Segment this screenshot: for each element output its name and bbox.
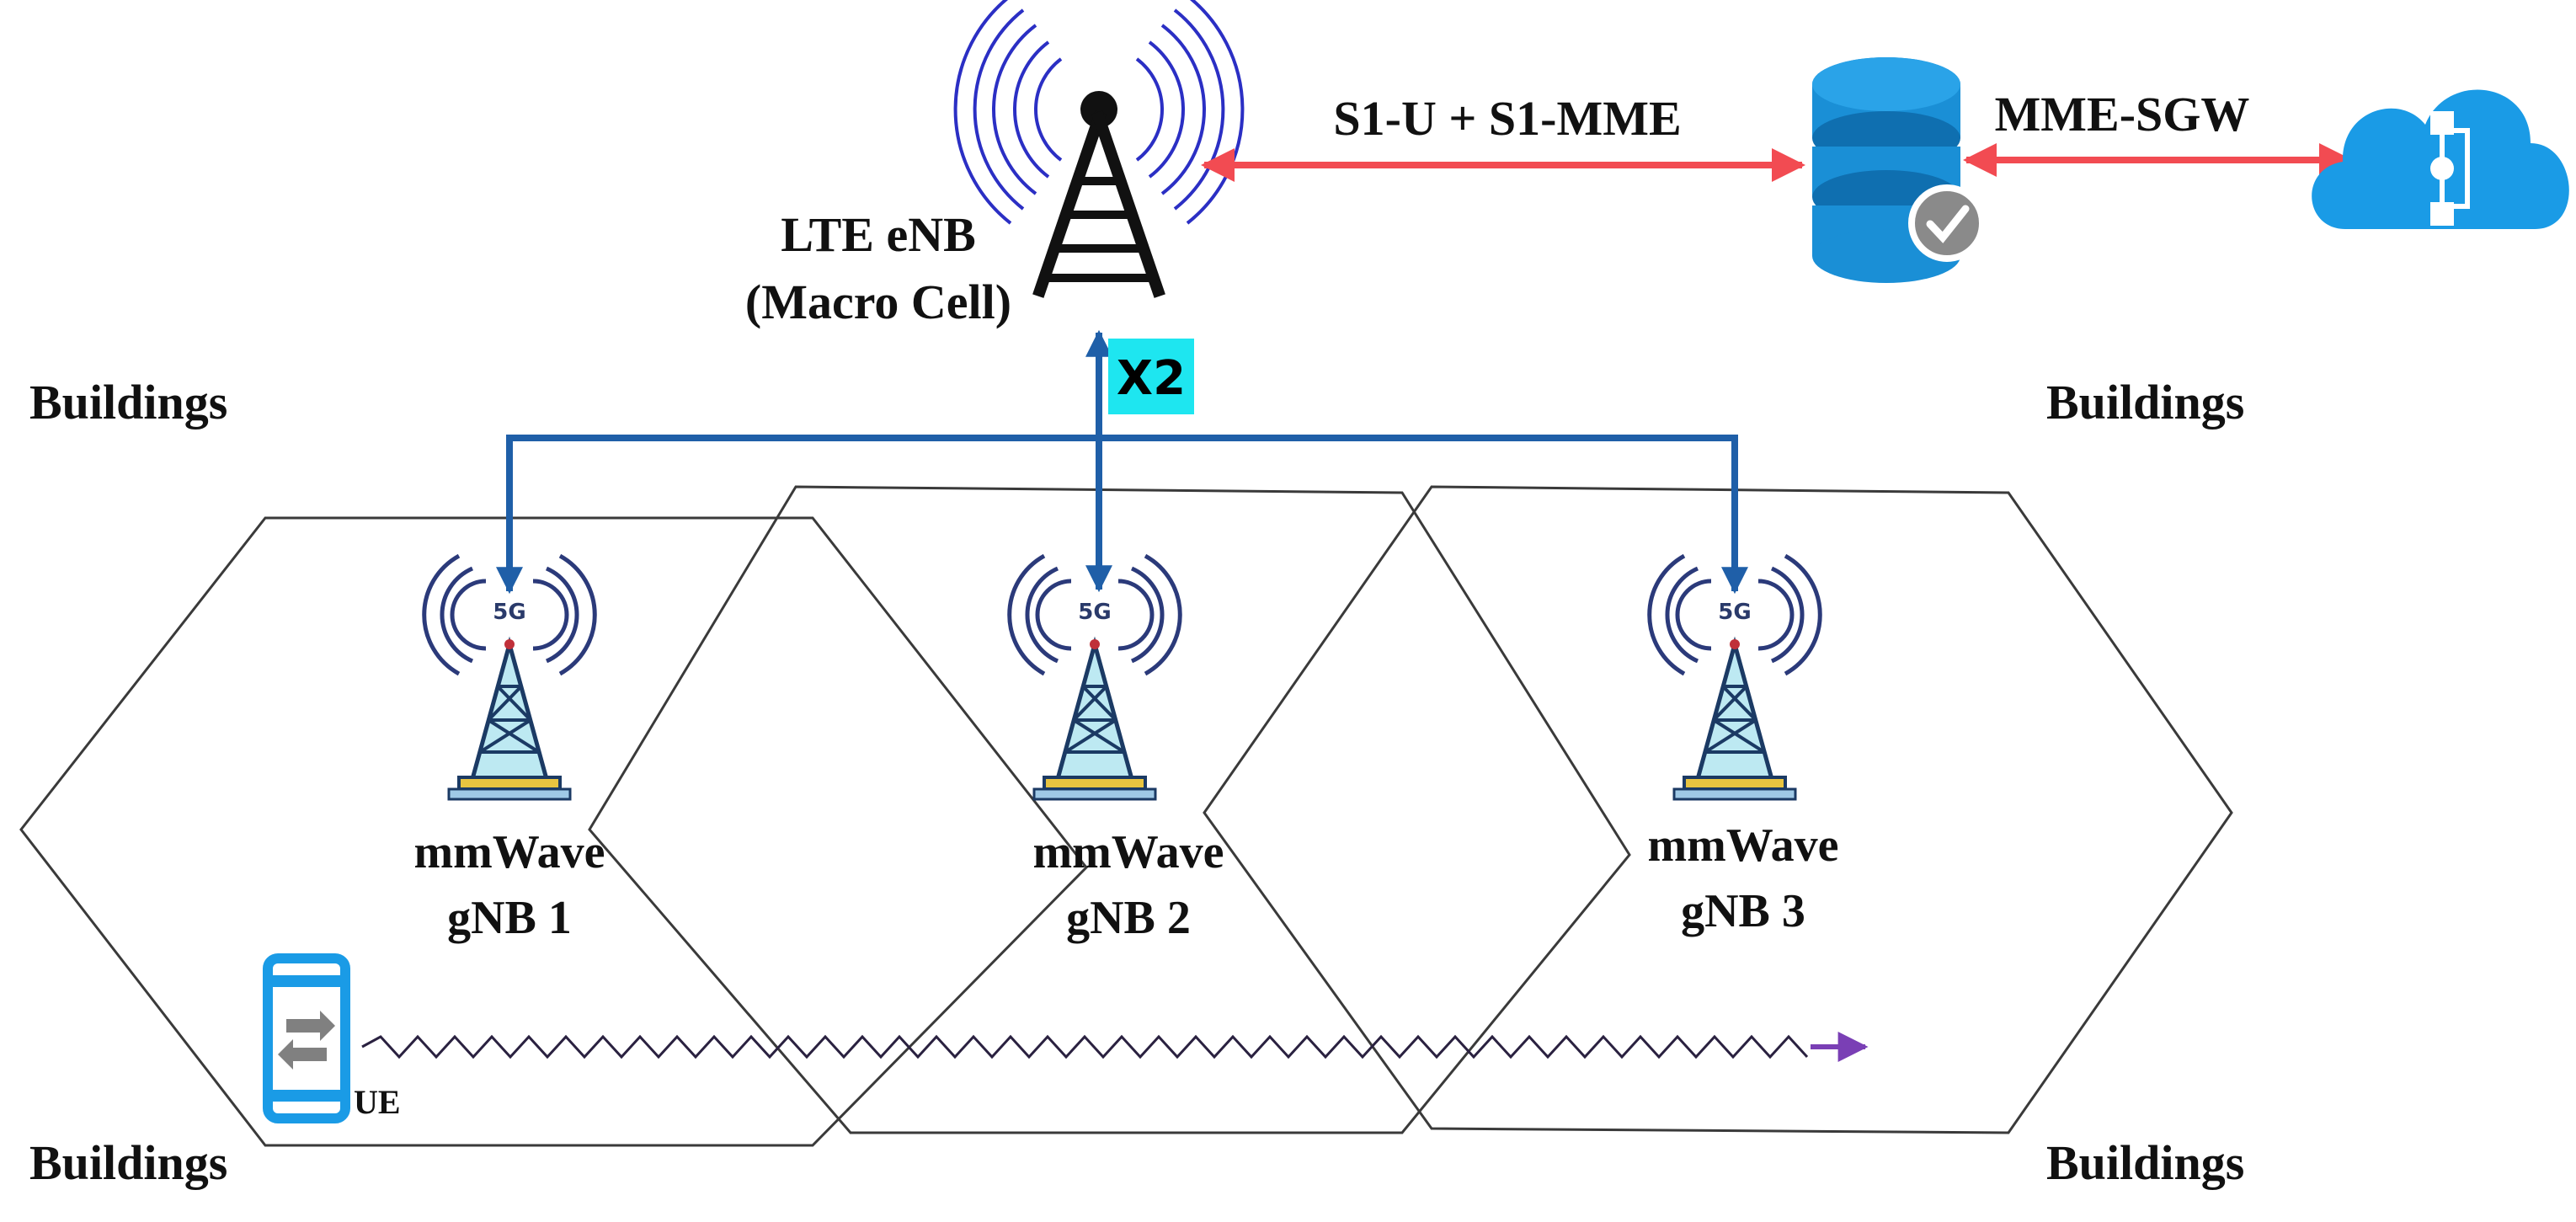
buildings-label-bottom-right: Buildings: [2046, 1135, 2244, 1190]
cell-hexagon-3: [1203, 485, 2233, 1134]
x2-label: X2: [1117, 351, 1186, 406]
cloud-network-icon: [2312, 89, 2569, 229]
ue-mobility-path: [361, 1034, 1809, 1059]
gnb-2-label-line2: gNB 2: [1066, 892, 1191, 944]
gnb-icon-text: 5G: [1718, 600, 1751, 625]
mme-sgw-link-label: MME-SGW: [1995, 87, 2250, 141]
5g-tower-icon: 5G: [1650, 556, 1821, 799]
gnb-icon-text: 5G: [1078, 600, 1111, 625]
lte-enb-label-line2: (Macro Cell): [745, 275, 1011, 329]
s1-link-label: S1-U + S1-MME: [1333, 91, 1681, 146]
gnb-3-label-line1: mmWave: [1647, 819, 1838, 872]
gnb-3-label-line2: gNB 3: [1681, 885, 1805, 937]
buildings-label-top-left: Buildings: [29, 375, 227, 430]
database-check-icon: [1812, 57, 1986, 283]
x2-badge: X2: [1108, 339, 1194, 414]
cell-hexagon-1: [19, 516, 1088, 1147]
gnb-icon-text: 5G: [493, 600, 525, 625]
5g-tower-icon: 5G: [1010, 556, 1181, 799]
lte-macro-tower-icon: [953, 0, 1245, 298]
lte-enb-label-line1: LTE eNB: [781, 207, 976, 262]
mobile-phone-icon: [263, 953, 350, 1123]
buildings-label-top-right: Buildings: [2046, 375, 2244, 430]
gnb-1-label-line1: mmWave: [413, 826, 605, 878]
gnb-1-label-line2: gNB 1: [447, 892, 572, 944]
5g-tower-icon: 5G: [424, 556, 595, 799]
cell-hexagon-2: [588, 485, 1631, 1134]
gnb-2-label-line1: mmWave: [1032, 826, 1224, 878]
x2-link-arrows: [496, 329, 1748, 595]
buildings-label-bottom-left: Buildings: [29, 1135, 227, 1190]
ue-label: UE: [354, 1083, 401, 1121]
